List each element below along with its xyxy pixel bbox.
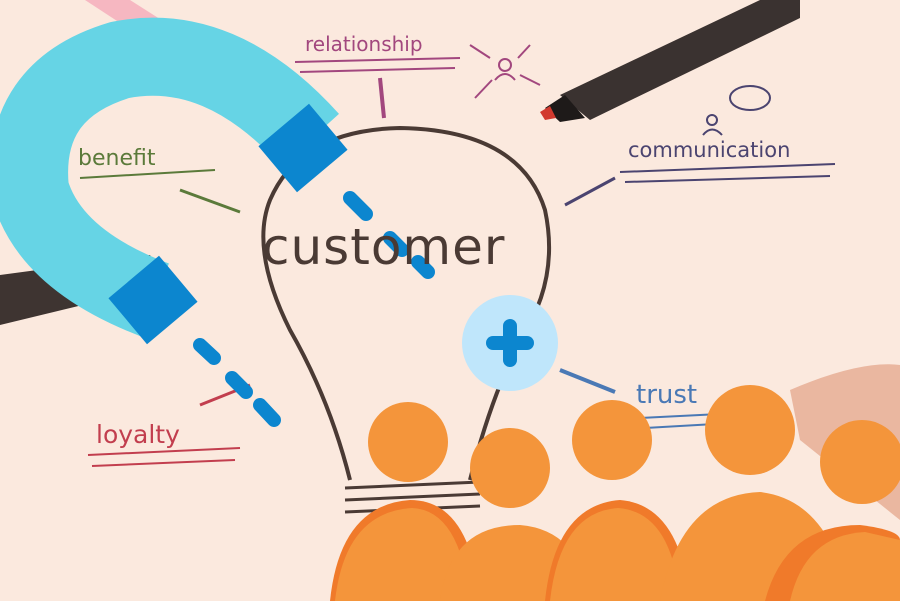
magnet-icon bbox=[0, 17, 348, 345]
label-customer: customer bbox=[262, 218, 506, 276]
label-trust: trust bbox=[636, 380, 698, 410]
relationship-person-icon bbox=[469, 44, 541, 99]
customer-group-icon bbox=[330, 385, 900, 601]
label-loyalty: loyalty bbox=[96, 420, 180, 449]
label-relationship: relationship bbox=[305, 32, 423, 56]
communication-speech-icon bbox=[702, 85, 771, 136]
plus-icon bbox=[462, 295, 558, 391]
label-benefit: benefit bbox=[78, 146, 156, 171]
magnet-field-dashes bbox=[193, 191, 435, 427]
label-communication: communication bbox=[628, 138, 791, 162]
pen-top-right bbox=[540, 0, 800, 122]
